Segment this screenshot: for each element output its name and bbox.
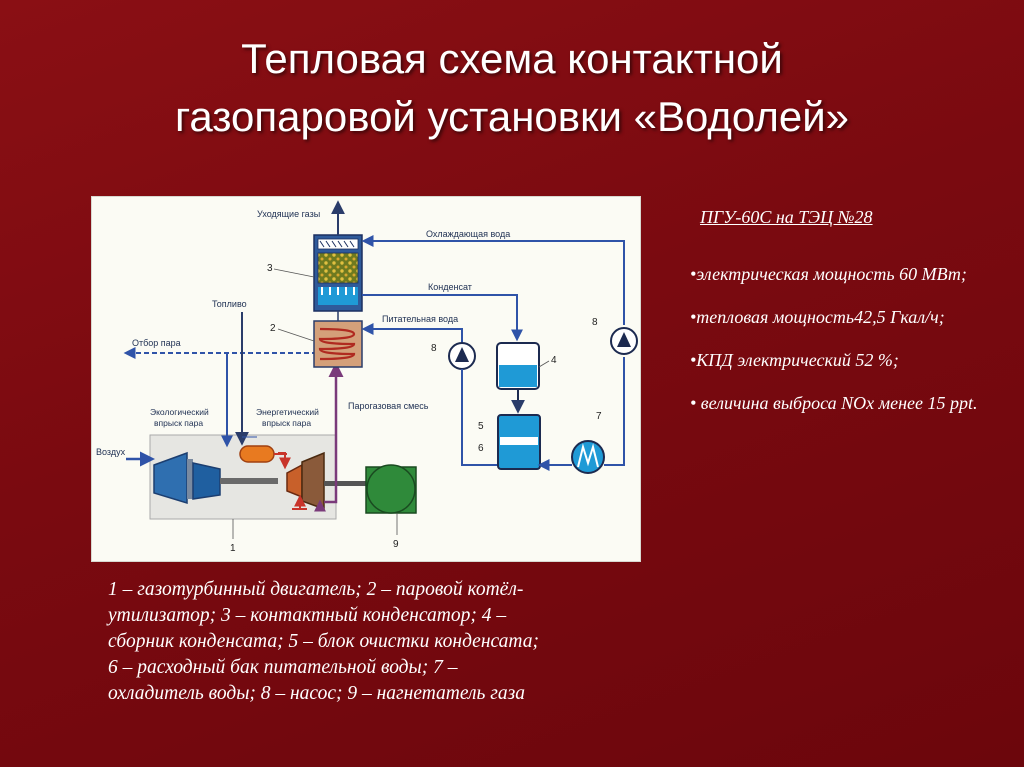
number-1: 1	[230, 543, 236, 554]
label-condensate: Конденсат	[428, 282, 472, 292]
label-fuel: Топливо	[212, 299, 247, 309]
specs-title: ПГУ-60С на ТЭЦ №28	[700, 207, 873, 227]
label-gas-steam-mix: Парогазовая смесь	[348, 401, 429, 411]
label-air: Воздух	[96, 447, 126, 457]
label-feed-water: Питательная вода	[382, 314, 458, 324]
legend-line-4: 6 – расходный бак питательной воды; 7 –	[108, 657, 458, 678]
legend: 1 – газотурбинный двигатель; 2 – паровой…	[108, 577, 628, 707]
thermal-scheme-diagram: Воздух Отбор пара Топливо Экологический …	[91, 196, 641, 562]
steam-to-turbine	[278, 452, 291, 470]
legend-line-2: утилизатор; 3 – контактный конденсатор; …	[108, 605, 507, 626]
specs-panel: ПГУ-60С на ТЭЦ №28 •электрическая мощнос…	[690, 205, 1000, 434]
spec-efficiency: •КПД электрический 52 %;	[690, 350, 899, 370]
spec-electric-power: •электрическая мощность 60 МВт;	[690, 264, 967, 284]
number-6: 6	[478, 443, 484, 454]
shaft	[220, 478, 278, 484]
combustor-shape	[239, 445, 275, 463]
title-line-1: Тепловая схема контактной	[241, 35, 783, 82]
number-8-right: 8	[592, 317, 598, 328]
feed-water-line	[361, 323, 463, 343]
number-5: 5	[478, 421, 484, 432]
legend-line-5: охладитель воды; 8 – насос; 9 – нагнетат…	[108, 683, 526, 704]
spec-nox-emission: • величина выброса NOx менее 15 ppt.	[690, 393, 978, 413]
condensate-line	[362, 294, 523, 342]
label-steam-extraction: Отбор пара	[132, 338, 181, 348]
number-3: 3	[267, 263, 273, 274]
label-eco-2: впрыск пара	[154, 418, 203, 428]
diagram-svg: Воздух Отбор пара Топливо Экологический …	[96, 200, 638, 554]
number-4: 4	[551, 355, 557, 366]
legend-line-1: 1 – газотурбинный двигатель; 2 – паровой…	[108, 579, 524, 600]
cooling-water-line	[361, 235, 625, 325]
number-2: 2	[270, 323, 276, 334]
label-cooling-water: Охлаждающая вода	[426, 229, 510, 239]
number-9: 9	[393, 539, 399, 550]
slide-title: Тепловая схема контактной газопаровой ус…	[0, 30, 1024, 146]
number-8-left: 8	[431, 343, 437, 354]
compressor-shape	[153, 451, 188, 505]
label-energy-2: впрыск пара	[262, 418, 311, 428]
gas-steam-mix-line	[324, 362, 344, 504]
label-energy-1: Энергетический	[256, 407, 319, 417]
label-eco-1: Экологический	[150, 407, 209, 417]
number-7: 7	[596, 411, 602, 422]
label-exhaust: Уходящие газы	[257, 209, 320, 219]
legend-line-3: сборник конденсата; 5 – блок очистки кон…	[108, 631, 539, 652]
water-cooler-7	[571, 440, 605, 474]
title-line-2: газопаровой установки «Водолей»	[174, 93, 850, 140]
spec-thermal-power: •тепловая мощность42,5 Гкал/ч;	[690, 307, 945, 327]
